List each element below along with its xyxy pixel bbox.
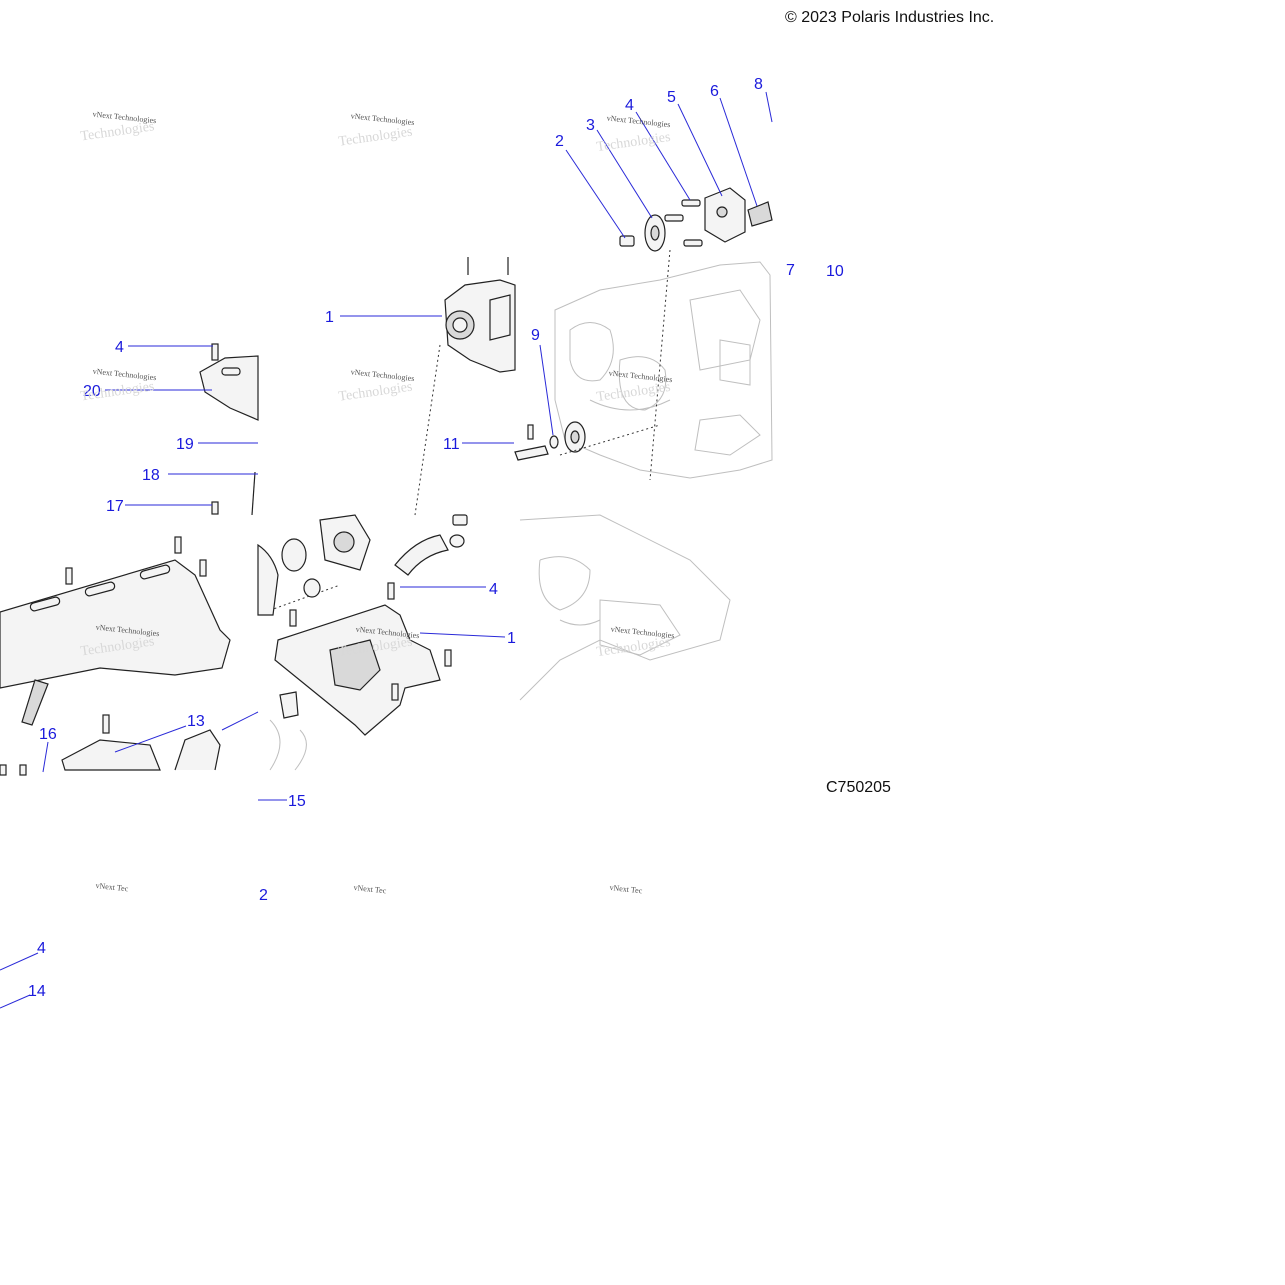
left-dipstick-tube	[251, 471, 256, 516]
callout-19: 19	[176, 436, 194, 453]
callout-10: 10	[826, 263, 844, 280]
callout-numbers: 1 2 3 4 5 6 7 8 9 10 11 4 20 19 18 17 4 …	[28, 76, 844, 1000]
oil-pump-assembly	[444, 257, 516, 373]
pump-shaft	[514, 424, 549, 461]
svg-text:vNext Tec: vNext Tec	[609, 883, 643, 895]
callout-20: 20	[83, 383, 101, 400]
callout-15: 15	[288, 793, 306, 810]
svg-text:Technologies: Technologies	[596, 380, 672, 405]
callout-1-lower: 1	[507, 630, 516, 647]
callout-4-bottom: 4	[37, 940, 46, 957]
callout-12-partial: 2	[259, 887, 268, 904]
svg-text:vNext Tec: vNext Tec	[95, 881, 129, 893]
callout-4-left: 4	[115, 339, 124, 356]
assembly-path-d	[264, 584, 341, 613]
callout-3: 3	[586, 117, 595, 134]
engine-block-lower	[519, 514, 731, 701]
oil-filter-adapter	[21, 679, 49, 726]
callout-11: 11	[443, 436, 460, 453]
svg-text:vNext Technologies: vNext Technologies	[608, 369, 673, 385]
drain-plug-fitting	[279, 691, 299, 719]
oil-pan-plate	[0, 559, 231, 689]
left-bolts	[0, 343, 219, 776]
oil-pump-rotor	[564, 421, 586, 453]
svg-text:vNext Technologies: vNext Technologies	[92, 367, 157, 383]
callout-7: 7	[786, 262, 795, 279]
callout-16: 16	[39, 726, 57, 743]
pickup-tube	[319, 514, 449, 576]
oil-cooler	[61, 729, 221, 771]
rotor-set	[747, 201, 773, 227]
callout-6: 6	[710, 83, 719, 100]
assembly-path-b	[649, 249, 671, 481]
bolts-4-upper	[664, 199, 703, 247]
pump-cover	[704, 187, 746, 243]
seal-rings	[281, 514, 468, 598]
callout-1: 1	[325, 309, 334, 326]
svg-text:vNext Technologies: vNext Technologies	[350, 111, 415, 127]
callout-5: 5	[667, 89, 676, 106]
callout-8: 8	[754, 76, 763, 93]
svg-text:Technologies: Technologies	[338, 380, 414, 405]
copyright-text: © 2023 Polaris Industries Inc.	[785, 9, 994, 26]
svg-text:Technologies: Technologies	[338, 125, 414, 150]
callout-13: 13	[187, 713, 205, 730]
assembly-path-a	[414, 344, 441, 516]
callout-4: 4	[625, 97, 634, 114]
leader-lines	[0, 91, 773, 1009]
callout-9: 9	[531, 327, 540, 344]
center-engine-fragment	[257, 543, 279, 616]
engine-block-upper	[554, 261, 773, 479]
diagram-reference-code: C750205	[826, 779, 891, 796]
oil-pan-gasket-upper	[199, 355, 259, 421]
callout-2: 2	[555, 133, 564, 150]
engine-bottom-sketch	[269, 719, 307, 771]
windage-plate	[274, 604, 441, 736]
bolt-2	[619, 235, 635, 247]
callout-14: 14	[28, 983, 46, 1000]
svg-text:vNext Technologies: vNext Technologies	[350, 367, 415, 383]
o-ring-9	[549, 435, 559, 449]
svg-text:vNext Technologies: vNext Technologies	[606, 114, 671, 130]
callout-17: 17	[106, 498, 124, 515]
callout-4-center: 4	[489, 581, 498, 598]
svg-text:vNext Tec: vNext Tec	[353, 883, 387, 895]
drive-gear	[644, 214, 666, 252]
watermarks: Technologies vNext Technologies Technolo…	[80, 110, 675, 896]
callout-18: 18	[142, 467, 160, 484]
center-bolts	[289, 582, 452, 701]
